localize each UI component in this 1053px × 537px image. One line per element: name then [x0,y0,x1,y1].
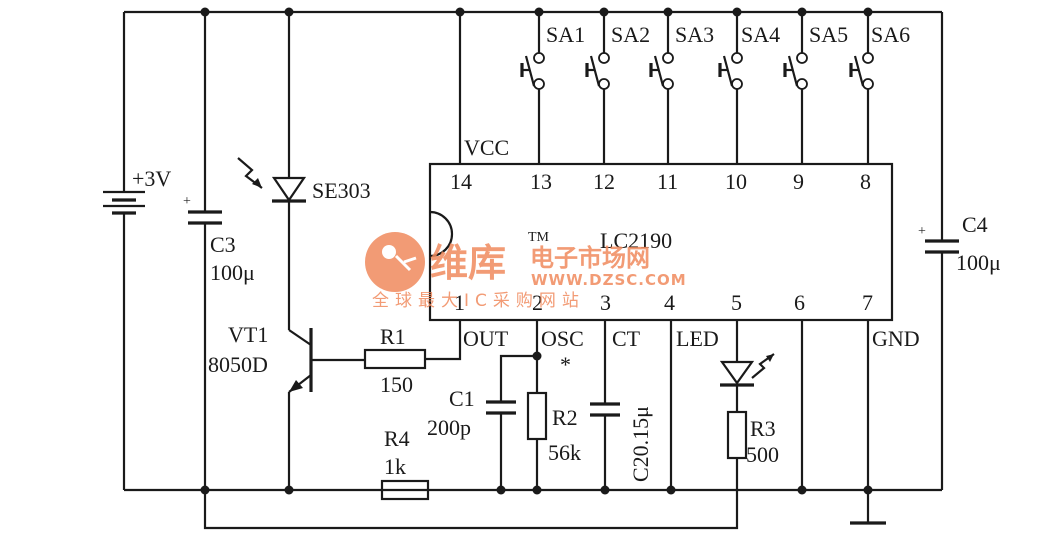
resistor-r4 [380,479,430,501]
capacitor-c4: + [918,12,959,490]
svg-text:+: + [918,224,926,239]
pin-12: 12 [593,169,615,194]
vt1-part: 8050D [208,352,268,377]
label-out: OUT [463,326,509,351]
c1-value: 200p [427,415,471,440]
switch-sa4 [718,12,743,164]
pin-5: 5 [731,290,742,315]
ic-vcc-label: VCC [464,135,509,160]
ic-notch [429,210,454,258]
bottom-return-wire [203,458,739,530]
switch-sa3 [649,12,674,164]
watermark-logo [365,232,425,292]
pin-14: 14 [450,169,472,194]
r1-to-out-wire [425,320,462,361]
ic-name: LC2190 [600,228,672,253]
sa2-label: SA2 [611,22,650,47]
pin-4: 4 [664,290,675,315]
r1-value: 150 [380,372,413,397]
watermark-subtitle: 全球最大IC采购网站 [372,291,585,311]
capacitor-ct [590,320,620,490]
r4-value: 1k [384,454,406,479]
pin-8: 8 [860,169,871,194]
resistor-r1 [363,348,427,370]
pin-1: 1 [454,290,465,315]
pin-6: 6 [794,290,805,315]
r4-name: R4 [384,426,410,451]
pin-2: 2 [532,290,543,315]
transistor-vt1 [287,328,365,490]
watermark-tm: TM [528,230,550,245]
pin-10: 10 [725,169,747,194]
capacitor-c3: + [183,12,222,490]
pin-11: 11 [657,169,678,194]
sa4-label: SA4 [741,22,780,47]
sa5-label: SA5 [809,22,848,47]
watermark-brand: 维库 [430,241,506,285]
c3-name: C3 [210,232,236,257]
ct-value: C20.15μ [628,406,653,482]
photodiode-label: SE303 [312,178,371,203]
osc-network [486,320,548,490]
switch-sa5 [783,12,808,164]
c3-value: 100μ [210,260,255,285]
vt1-name: VT1 [228,322,268,347]
pin-13: 13 [530,169,552,194]
pin-3: 3 [600,290,611,315]
photodiode-se303 [237,12,307,330]
r2-value: 56k [548,440,581,465]
sa3-label: SA3 [675,22,714,47]
sa6-label: SA6 [871,22,910,47]
watermark-title: 电子市场网 [530,244,650,272]
c1-name: C1 [449,386,475,411]
led-indicator [719,320,775,412]
switch-sa1 [520,12,545,164]
pin-7: 7 [862,290,873,315]
r3-value: 500 [746,442,779,467]
label-osc: OSC [541,326,584,351]
pin-9: 9 [793,169,804,194]
watermark-url: WWW.DZSC.COM [531,271,687,289]
switch-sa2 [585,12,610,164]
c4-value: 100μ [956,250,1001,275]
sa1-label: SA1 [546,22,585,47]
battery-label: +3V [132,166,171,191]
label-gnd: GND [872,326,920,351]
r2-name: R2 [552,405,578,430]
switch-sa6 [849,12,874,164]
resistor-r3 [726,410,748,460]
ic-lc2190 [428,162,894,322]
battery [103,12,145,490]
ground-symbol [850,490,886,525]
c4-name: C4 [962,212,988,237]
r1-name: R1 [380,324,406,349]
junction-dots [200,7,873,495]
svg-text:+: + [183,194,191,209]
label-led: LED [676,326,719,351]
label-ct: CT [612,326,641,351]
r3-name: R3 [750,416,776,441]
r2-mark: * [560,352,571,377]
